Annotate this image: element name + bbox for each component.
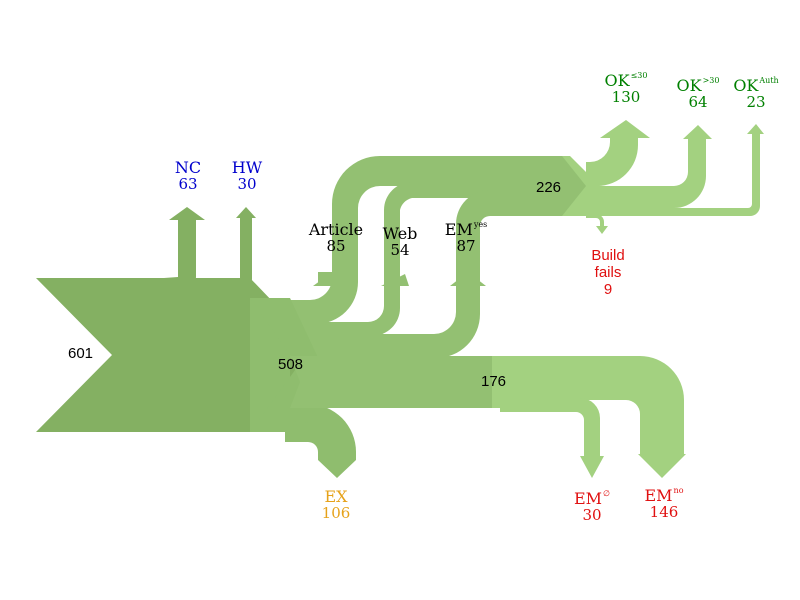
arrow-web	[381, 274, 409, 286]
label-article-name: Article	[308, 220, 364, 239]
node-226-value: 226	[536, 179, 562, 196]
flow-emyes	[290, 190, 548, 358]
label-hw: HW 30	[227, 160, 267, 192]
flow-hw	[215, 207, 256, 299]
label-buildfails-value: 9	[603, 281, 613, 298]
flow-okgt30	[586, 125, 712, 208]
label-buildfails: Build fails 9	[580, 247, 636, 298]
label-em0-value: 30	[582, 506, 602, 524]
label-okauth-sup: Auth	[759, 76, 779, 85]
label-okauth: OKAuth 23	[726, 77, 786, 110]
label-ok30: OK≤30 130	[596, 72, 656, 105]
label-okgt30-name-line: OK>30	[670, 77, 726, 94]
label-ex-name: EX	[324, 487, 348, 506]
arrow-article	[313, 270, 357, 286]
label-ex: EX 106	[314, 489, 358, 521]
label-emyes-name: EM	[444, 220, 473, 239]
label-emyes-name-line: EMyes	[438, 221, 494, 238]
label-ok30-name: OK	[604, 71, 630, 90]
label-emno-name-line: EMno	[636, 487, 692, 504]
node-601-value: 601	[68, 345, 94, 362]
label-buildfails-line1: Build	[591, 247, 625, 264]
label-okauth-name-line: OKAuth	[726, 77, 786, 94]
label-buildfails-line2: fails	[594, 264, 622, 281]
label-em0-name: EM	[573, 489, 603, 508]
label-ok30-value: 130	[611, 88, 641, 106]
label-em0-sup: ∅	[603, 489, 611, 498]
node-508	[250, 298, 320, 432]
flow-em0	[500, 398, 604, 478]
label-emno-name: EM	[644, 486, 673, 505]
flow-ok30	[586, 120, 650, 186]
label-emyes-value: 87	[456, 237, 476, 255]
label-okgt30-name: OK	[676, 76, 702, 95]
label-article: Article 85	[306, 222, 366, 254]
label-okgt30-value: 64	[688, 93, 708, 111]
node-176-value: 176	[481, 373, 507, 390]
label-emyes-sup: yes	[473, 220, 488, 229]
flow-nc	[150, 207, 205, 295]
flow-buildfails	[586, 214, 608, 234]
label-em0: EM∅ 30	[566, 490, 618, 523]
label-nc: NC 63	[169, 160, 207, 192]
arrowhead-226	[540, 156, 586, 216]
label-ok30-sup: ≤30	[630, 71, 648, 80]
label-ok30-name-line: OK≤30	[596, 72, 656, 89]
label-nc-name: NC	[174, 158, 202, 177]
label-emno: EMno 146	[636, 487, 692, 520]
flow-emno	[500, 356, 686, 478]
label-hw-name: HW	[231, 158, 263, 177]
arrow-emyes	[450, 272, 486, 286]
label-okauth-name: OK	[733, 76, 759, 95]
label-emyes: EMyes 87	[438, 221, 494, 254]
label-emno-sup: no	[673, 486, 684, 495]
label-web: Web 54	[378, 226, 422, 258]
label-web-value: 54	[390, 241, 410, 259]
label-okgt30: OK>30 64	[670, 77, 726, 110]
node-508-value: 508	[278, 356, 304, 373]
flow-article	[290, 156, 548, 324]
label-okauth-value: 23	[746, 93, 766, 111]
label-ex-value: 106	[321, 504, 351, 522]
label-hw-value: 30	[237, 175, 257, 193]
label-nc-value: 63	[178, 175, 198, 193]
label-web-name: Web	[382, 224, 418, 243]
label-em0-name-line: EM∅	[566, 490, 618, 507]
label-article-value: 85	[326, 237, 346, 255]
label-okgt30-sup: >30	[702, 76, 720, 85]
node-176	[290, 356, 514, 408]
label-emno-value: 146	[649, 503, 679, 521]
